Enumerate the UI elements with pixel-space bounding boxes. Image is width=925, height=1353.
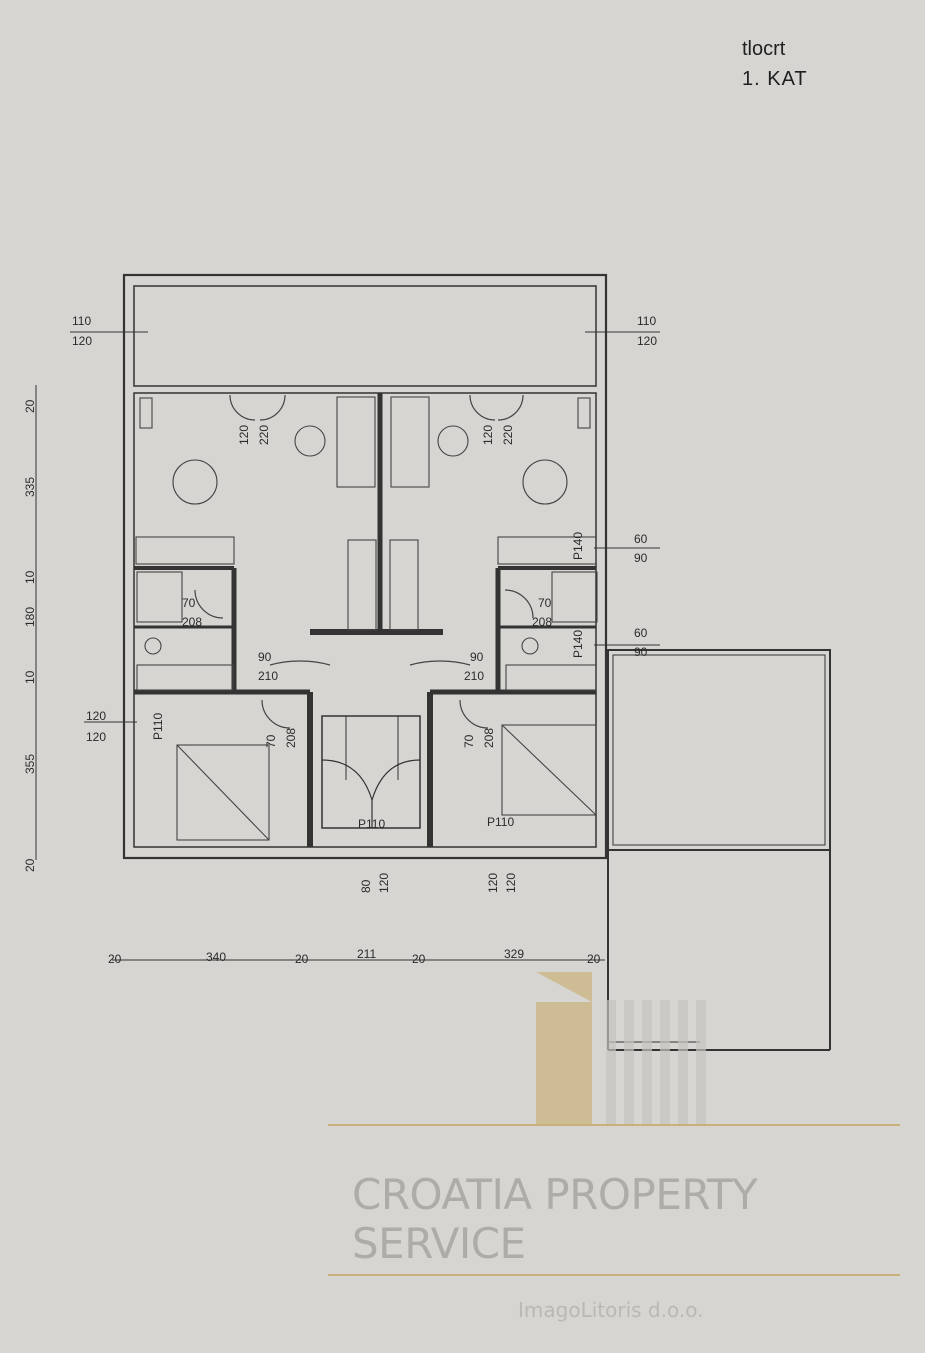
door-right-a xyxy=(469,394,496,421)
svg-text:20: 20 xyxy=(23,399,37,413)
svg-text:329: 329 xyxy=(504,947,524,961)
kitchen-right xyxy=(497,536,597,565)
svg-text:10: 10 xyxy=(23,570,37,584)
watermark-bar xyxy=(606,1000,616,1124)
svg-text:335: 335 xyxy=(23,477,37,497)
svg-text:180: 180 xyxy=(23,607,37,627)
svg-text:20: 20 xyxy=(587,952,601,966)
svg-text:80: 80 xyxy=(359,879,373,893)
door-hall-right xyxy=(409,660,471,666)
svg-text:120: 120 xyxy=(237,425,251,445)
svg-text:70: 70 xyxy=(264,734,278,748)
svg-text:110: 110 xyxy=(637,314,656,328)
table-left xyxy=(172,459,218,505)
terrace xyxy=(607,649,831,1051)
svg-text:60: 60 xyxy=(634,626,648,640)
svg-text:210: 210 xyxy=(464,669,484,683)
svg-text:10: 10 xyxy=(23,670,37,684)
bed-right xyxy=(501,724,597,816)
watermark-subtitle: ImagoLitoris d.o.o. xyxy=(518,1298,704,1322)
staircase xyxy=(321,715,421,829)
door-left-a xyxy=(229,394,256,421)
svg-text:120: 120 xyxy=(504,873,518,893)
svg-text:120: 120 xyxy=(481,425,495,445)
svg-text:90: 90 xyxy=(258,650,272,664)
svg-text:120: 120 xyxy=(86,730,106,744)
watermark-bar xyxy=(696,1000,706,1124)
plan-title: tlocrt xyxy=(742,38,786,60)
svg-text:20: 20 xyxy=(108,952,122,966)
svg-text:90: 90 xyxy=(634,551,648,565)
bed-left xyxy=(176,744,270,841)
svg-text:70: 70 xyxy=(462,734,476,748)
svg-text:P110: P110 xyxy=(487,815,514,829)
table-right xyxy=(522,459,568,505)
svg-text:P110: P110 xyxy=(358,817,385,831)
svg-text:208: 208 xyxy=(532,615,552,629)
svg-text:20: 20 xyxy=(23,858,37,872)
floor-label: 1. KAT xyxy=(742,68,808,90)
svg-text:208: 208 xyxy=(482,728,496,748)
door-bath-right xyxy=(504,589,534,619)
outer-walls xyxy=(122,273,608,860)
svg-text:70: 70 xyxy=(182,596,196,610)
svg-text:110: 110 xyxy=(72,314,91,328)
svg-text:210: 210 xyxy=(258,669,278,683)
kitchen-left xyxy=(135,536,235,565)
svg-text:90: 90 xyxy=(634,645,648,659)
watermark-bar xyxy=(678,1000,688,1124)
watermark-logo-cap xyxy=(536,972,592,1002)
svg-text:208: 208 xyxy=(182,615,202,629)
watermark-company: CROATIA PROPERTY SERVICE xyxy=(352,1170,758,1268)
watermark-bar xyxy=(624,1000,634,1124)
furniture xyxy=(135,396,598,841)
svg-text:120: 120 xyxy=(72,334,92,348)
balcony-outline xyxy=(133,285,597,387)
svg-text:70: 70 xyxy=(538,596,552,610)
dimension-lines xyxy=(35,331,660,961)
watermark-bar xyxy=(642,1000,652,1124)
svg-text:20: 20 xyxy=(412,952,426,966)
watermark-rule xyxy=(328,1274,900,1276)
watermark-bar xyxy=(660,1000,670,1124)
inner-outline xyxy=(133,392,597,848)
doors xyxy=(194,394,534,729)
svg-text:220: 220 xyxy=(501,425,515,445)
door-bed-left xyxy=(261,699,291,729)
svg-text:211: 211 xyxy=(357,947,376,961)
door-hall-left xyxy=(269,660,331,666)
svg-text:20: 20 xyxy=(295,952,309,966)
svg-text:355: 355 xyxy=(23,754,37,774)
labels: 110 120 110 120 120 220 120 220 70 208 7… xyxy=(23,314,657,966)
svg-text:P140: P140 xyxy=(571,630,585,658)
svg-text:120: 120 xyxy=(486,873,500,893)
svg-text:120: 120 xyxy=(86,709,106,723)
door-left-b xyxy=(259,394,286,421)
door-right-b xyxy=(497,394,524,421)
svg-text:220: 220 xyxy=(257,425,271,445)
watermark-rule xyxy=(328,1124,900,1126)
svg-text:P110: P110 xyxy=(151,713,165,740)
door-bath-left xyxy=(194,589,224,619)
svg-text:120: 120 xyxy=(637,334,657,348)
svg-text:P140: P140 xyxy=(571,532,585,560)
door-bed-right xyxy=(459,699,489,729)
svg-text:60: 60 xyxy=(634,532,648,546)
svg-text:340: 340 xyxy=(206,950,226,964)
building-outline xyxy=(122,273,608,860)
svg-text:120: 120 xyxy=(377,873,391,893)
svg-text:208: 208 xyxy=(284,728,298,748)
svg-text:90: 90 xyxy=(470,650,484,664)
